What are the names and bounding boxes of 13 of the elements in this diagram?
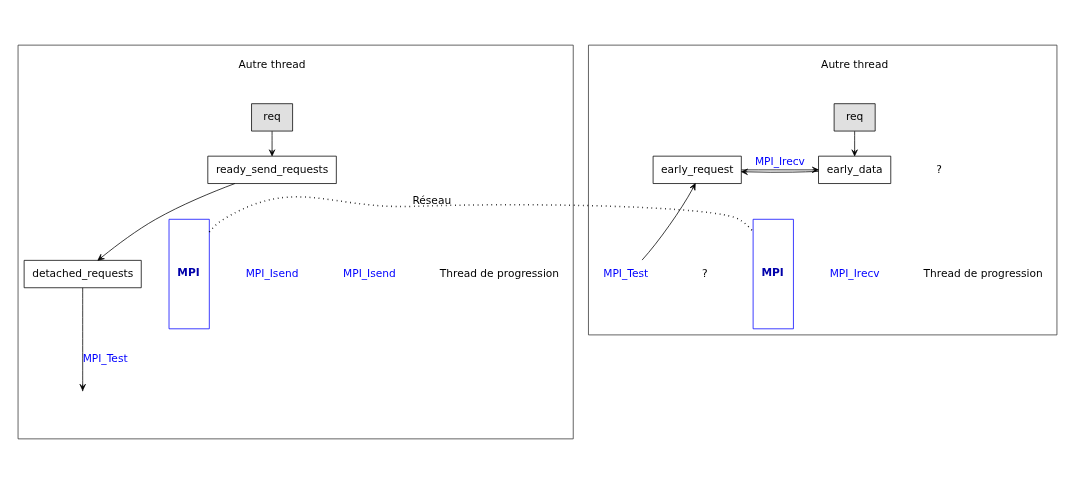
edge-label: MPI_Test xyxy=(82,352,128,366)
label: Thread de progression xyxy=(439,266,560,280)
label: Thread de progression xyxy=(923,266,1043,280)
label: Autre thread xyxy=(821,57,889,71)
edge-label: MPI_Irecv xyxy=(754,154,805,168)
label: MPI_Irecv xyxy=(829,266,880,280)
node-text: MPI_Test xyxy=(603,266,649,280)
label: MPI_Isend xyxy=(343,266,396,280)
label: ? xyxy=(702,266,708,280)
label: ? xyxy=(936,162,942,176)
edge-label: Réseau xyxy=(412,194,452,208)
label: Autre thread xyxy=(238,57,306,71)
label: MPI_Isend xyxy=(245,266,299,280)
